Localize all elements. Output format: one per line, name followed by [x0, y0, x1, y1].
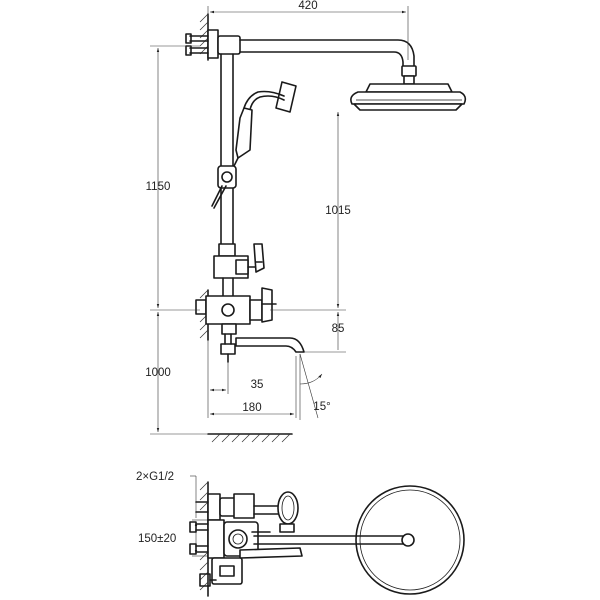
dim-85-label: 85 — [332, 323, 345, 335]
riser-joint — [218, 243, 236, 257]
plan-hand-shower — [253, 491, 299, 533]
dim-1150-label: 1150 — [146, 181, 171, 193]
shower-arm — [239, 39, 415, 69]
top-elbow — [217, 35, 241, 55]
diverter-block — [213, 243, 265, 279]
angle-line-b — [299, 353, 319, 419]
plan-top-bracket — [195, 493, 255, 521]
plan-mixer — [189, 519, 303, 559]
shower-head — [350, 83, 467, 111]
front-view: 420 1150 1000 1015 85 35 180 15° — [145, 0, 467, 443]
bottom-outlet — [221, 323, 237, 335]
dim-420-label: 420 — [298, 0, 317, 12]
hand-shower — [231, 81, 297, 171]
dim-1000-label: 1000 — [145, 367, 171, 379]
plan-shower-head-inner — [359, 489, 461, 591]
dim-35-label: 35 — [251, 379, 264, 391]
arm-nut — [401, 65, 417, 77]
arm-joint — [403, 75, 415, 85]
bath-spout — [235, 337, 305, 353]
dim-1015-label: 1015 — [325, 205, 351, 217]
slider-holder — [211, 165, 237, 209]
plan-bottom — [199, 557, 243, 587]
shower-arm-inner — [239, 51, 404, 69]
connection-label: 2×G1/2 — [136, 471, 174, 483]
mixer-body — [195, 287, 277, 325]
plan-shower-head-outer — [355, 485, 465, 595]
angle-label: 15° — [313, 401, 330, 413]
dim-150-label: 150±20 — [138, 533, 176, 545]
floor-hatch — [211, 433, 291, 443]
bottom-nut — [220, 343, 236, 355]
dim-180-label: 180 — [242, 402, 261, 414]
plan-arm-end — [401, 533, 415, 547]
top-view: 2×G1/2 150±20 — [136, 471, 465, 597]
angle-arc — [299, 373, 323, 385]
